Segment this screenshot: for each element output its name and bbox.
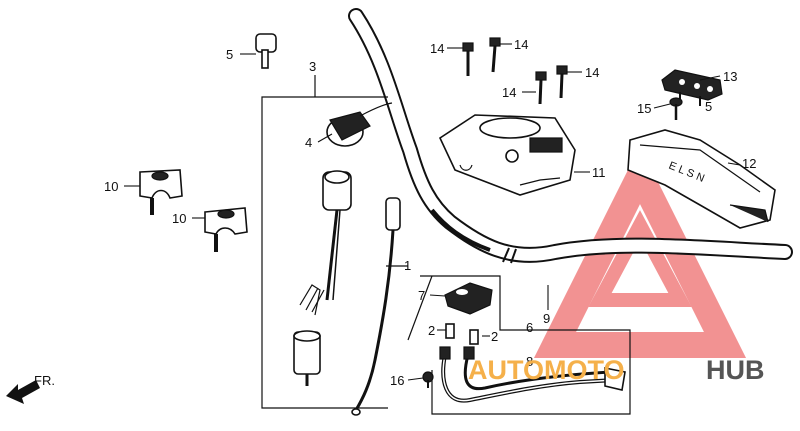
front-direction-arrow: FR. — [6, 373, 55, 404]
label-6: 6 — [526, 320, 533, 335]
bolts-14 — [462, 37, 568, 105]
label-14a: 14 — [430, 41, 444, 56]
label-4: 4 — [305, 135, 312, 150]
ignition-switch-cover — [326, 102, 393, 147]
switch-assembly-box — [407, 275, 631, 415]
watermark-logo — [533, 145, 747, 358]
switch-wire-harness — [439, 346, 626, 403]
screw-15 — [669, 97, 683, 120]
ignition-switch-body — [293, 170, 352, 386]
label-14b: 14 — [514, 37, 528, 52]
handlebar-switch — [444, 282, 493, 315]
label-13: 13 — [723, 69, 737, 84]
watermark-text-automoto: AUTOMOTO — [468, 355, 625, 385]
watermark-text: AUTOMOTO HUB — [468, 355, 765, 385]
label-2b: 2 — [491, 329, 498, 344]
part-number-labels: 5 3 4 10 10 1 14 14 14 14 13 15 5 11 12 … — [104, 37, 756, 388]
label-9: 9 — [543, 311, 550, 326]
label-5b: 5 — [705, 99, 712, 114]
watermark-text-hub: HUB — [706, 355, 765, 385]
leader-lines — [124, 43, 741, 381]
label-1: 1 — [404, 258, 411, 273]
screw-16 — [422, 371, 434, 388]
label-14d: 14 — [585, 65, 599, 80]
label-10a: 10 — [104, 179, 118, 194]
ignition-switch-assembly-box — [261, 75, 388, 409]
meter-cover: E L S N — [627, 129, 776, 229]
label-12: 12 — [742, 156, 756, 171]
label-10b: 10 — [172, 211, 186, 226]
label-16: 16 — [390, 373, 404, 388]
label-7: 7 — [418, 288, 425, 303]
label-11: 11 — [592, 165, 606, 180]
meter-housing — [438, 114, 576, 196]
label-15: 15 — [637, 101, 651, 116]
label-8: 8 — [526, 354, 533, 369]
ignition-key — [255, 33, 277, 69]
label-5a: 5 — [226, 47, 233, 62]
front-marker-text: FR. — [34, 373, 55, 388]
handlebar-holder-upper — [139, 169, 183, 215]
meter-cable — [351, 197, 408, 416]
handlebar — [348, 8, 793, 264]
label-3: 3 — [309, 59, 316, 74]
label-14c: 14 — [502, 85, 516, 100]
handlebar-holder-lower — [204, 207, 248, 252]
screws-2 — [445, 323, 479, 345]
label-2a: 2 — [428, 323, 435, 338]
